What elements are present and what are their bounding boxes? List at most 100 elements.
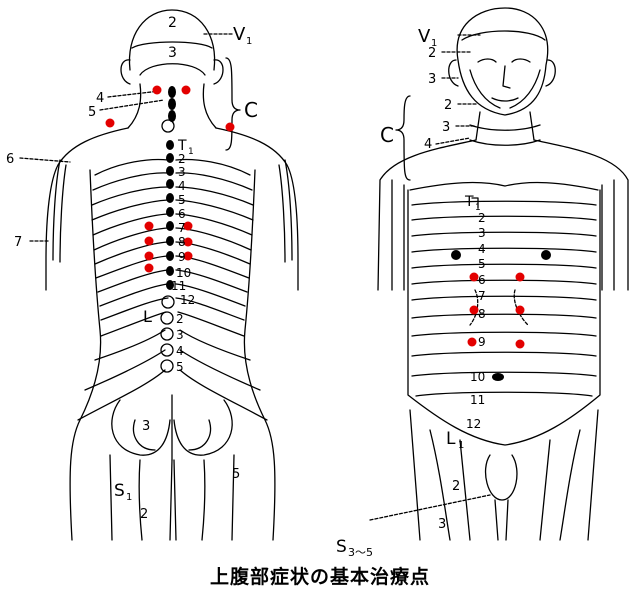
front-body-figure <box>369 7 629 541</box>
front-label-t1: T <box>464 194 474 210</box>
back-label-t3: 3 <box>178 165 186 179</box>
back-label-v1: V <box>233 24 246 45</box>
front-point-t9-right <box>515 339 525 349</box>
back-label-v1-sub: 1 <box>246 36 252 47</box>
front-point-t8-right <box>515 305 525 315</box>
navel <box>492 373 504 381</box>
back-label-l2: 2 <box>176 312 184 326</box>
front-label-t3: 3 <box>478 226 486 240</box>
front-head-outline <box>456 7 549 116</box>
front-right-ear <box>545 59 556 87</box>
front-label-t7: 7 <box>478 289 486 303</box>
front-left-ear <box>448 59 459 87</box>
back-label-t10: 10 <box>176 266 191 280</box>
front-point-t6-left <box>469 272 479 282</box>
front-label-s35: S <box>336 537 347 557</box>
back-point-t7-right <box>183 221 193 231</box>
front-label-leg-3: 3 <box>438 517 446 532</box>
front-label-face-2b: 2 <box>444 98 452 113</box>
front-markers <box>451 197 551 381</box>
front-labels: V 1 2 3 2 3 C 4 T 1 2 3 4 5 6 7 8 9 10 1… <box>336 26 486 559</box>
front-label-leg-2: 2 <box>452 479 460 494</box>
back-label-t12: 12 <box>180 293 195 307</box>
front-genital-outline <box>485 454 518 501</box>
front-left-arm-outline <box>377 139 477 291</box>
front-nose <box>502 65 511 89</box>
front-label-t5: 5 <box>478 257 486 271</box>
front-label-v1-sub: 1 <box>431 38 437 49</box>
back-right-buttock <box>173 399 233 456</box>
back-c-bracket <box>225 57 241 151</box>
dermatome-diagram: 2 3 V 1 C 4 5 6 7 T 1 2 3 4 5 6 7 8 9 10… <box>6 7 629 559</box>
front-label-s35-sub: 3～5 <box>348 546 373 559</box>
back-right-arm-outline <box>215 127 299 291</box>
back-label-t4: 4 <box>178 179 186 193</box>
front-label-t11: 11 <box>470 393 485 407</box>
front-label-t9: 9 <box>478 335 486 349</box>
back-label-t2: 2 <box>178 152 186 166</box>
front-label-t8: 8 <box>478 307 486 321</box>
front-mouth <box>491 97 519 102</box>
back-label-t9: 9 <box>178 250 186 264</box>
back-label-leg-2: 2 <box>140 507 148 522</box>
back-label-c: C <box>244 98 258 122</box>
front-label-face-3b: 3 <box>442 120 450 135</box>
back-spine-lumbar <box>160 119 175 373</box>
front-torso-outline <box>407 189 601 446</box>
front-label-t4: 4 <box>478 242 486 256</box>
back-right-ear <box>213 59 224 85</box>
front-t1-marker <box>471 197 479 209</box>
back-label-s1: S <box>114 481 125 501</box>
front-label-l1: L <box>446 429 456 449</box>
back-right-torso-outline <box>243 169 276 541</box>
front-label-t1-sub: 1 <box>475 203 481 213</box>
front-left-eye <box>477 58 497 63</box>
back-label-neck-5: 5 <box>88 105 96 120</box>
front-label-face-2a: 2 <box>428 46 436 61</box>
back-label-t8: 8 <box>178 235 186 249</box>
back-point-t9-right <box>183 251 193 261</box>
front-label-t10: 10 <box>470 370 485 384</box>
front-label-l1-sub: 1 <box>458 440 464 451</box>
left-nipple <box>451 250 461 260</box>
back-label-l4: 4 <box>176 344 184 358</box>
back-point-neck-left <box>152 85 162 95</box>
back-point-t7-left <box>144 221 154 231</box>
back-point-t8-right <box>183 237 193 247</box>
back-label-t6: 6 <box>178 207 186 221</box>
front-c-bracket <box>395 95 411 181</box>
front-label-t6: 6 <box>478 273 486 287</box>
back-labels: 2 3 V 1 C 4 5 6 7 T 1 2 3 4 5 6 7 8 9 10… <box>6 15 258 522</box>
back-point-shoulder-right <box>225 122 235 132</box>
back-point-t10-left <box>144 263 154 273</box>
back-point-shoulder-left <box>105 118 115 128</box>
back-spine <box>168 86 176 122</box>
front-label-t12: 12 <box>466 417 481 431</box>
front-label-t2: 2 <box>478 211 486 225</box>
back-label-t1: T <box>177 138 187 154</box>
back-left-buttock <box>111 399 171 456</box>
back-body-figure <box>19 9 299 541</box>
back-point-neck-right <box>181 85 191 95</box>
front-point-t6-right <box>515 272 525 282</box>
back-label-leg-5: 5 <box>232 467 240 482</box>
back-label-l5: 5 <box>176 360 184 374</box>
back-left-torso-outline <box>69 169 102 541</box>
back-label-head-3: 3 <box>168 45 177 61</box>
back-label-l3: 3 <box>176 328 184 342</box>
back-label-arm-7: 7 <box>14 235 22 250</box>
back-label-t1-sub: 1 <box>188 147 194 157</box>
back-left-arm-outline <box>45 127 129 291</box>
back-spine-thoracic <box>166 140 174 290</box>
front-label-c: C <box>380 123 394 147</box>
front-right-eye <box>511 58 531 63</box>
back-label-t5: 5 <box>178 193 186 207</box>
back-label-t7: 7 <box>178 221 186 235</box>
back-label-s3: 3 <box>142 419 150 434</box>
front-label-face-3a: 3 <box>428 72 436 87</box>
front-point-t9-left <box>467 337 477 347</box>
back-head-outline <box>128 9 216 71</box>
back-label-neck-4: 4 <box>96 91 104 106</box>
figure-caption: 上腹部症状の基本治療点 <box>209 566 430 588</box>
back-label-shoulder-6: 6 <box>6 152 14 167</box>
